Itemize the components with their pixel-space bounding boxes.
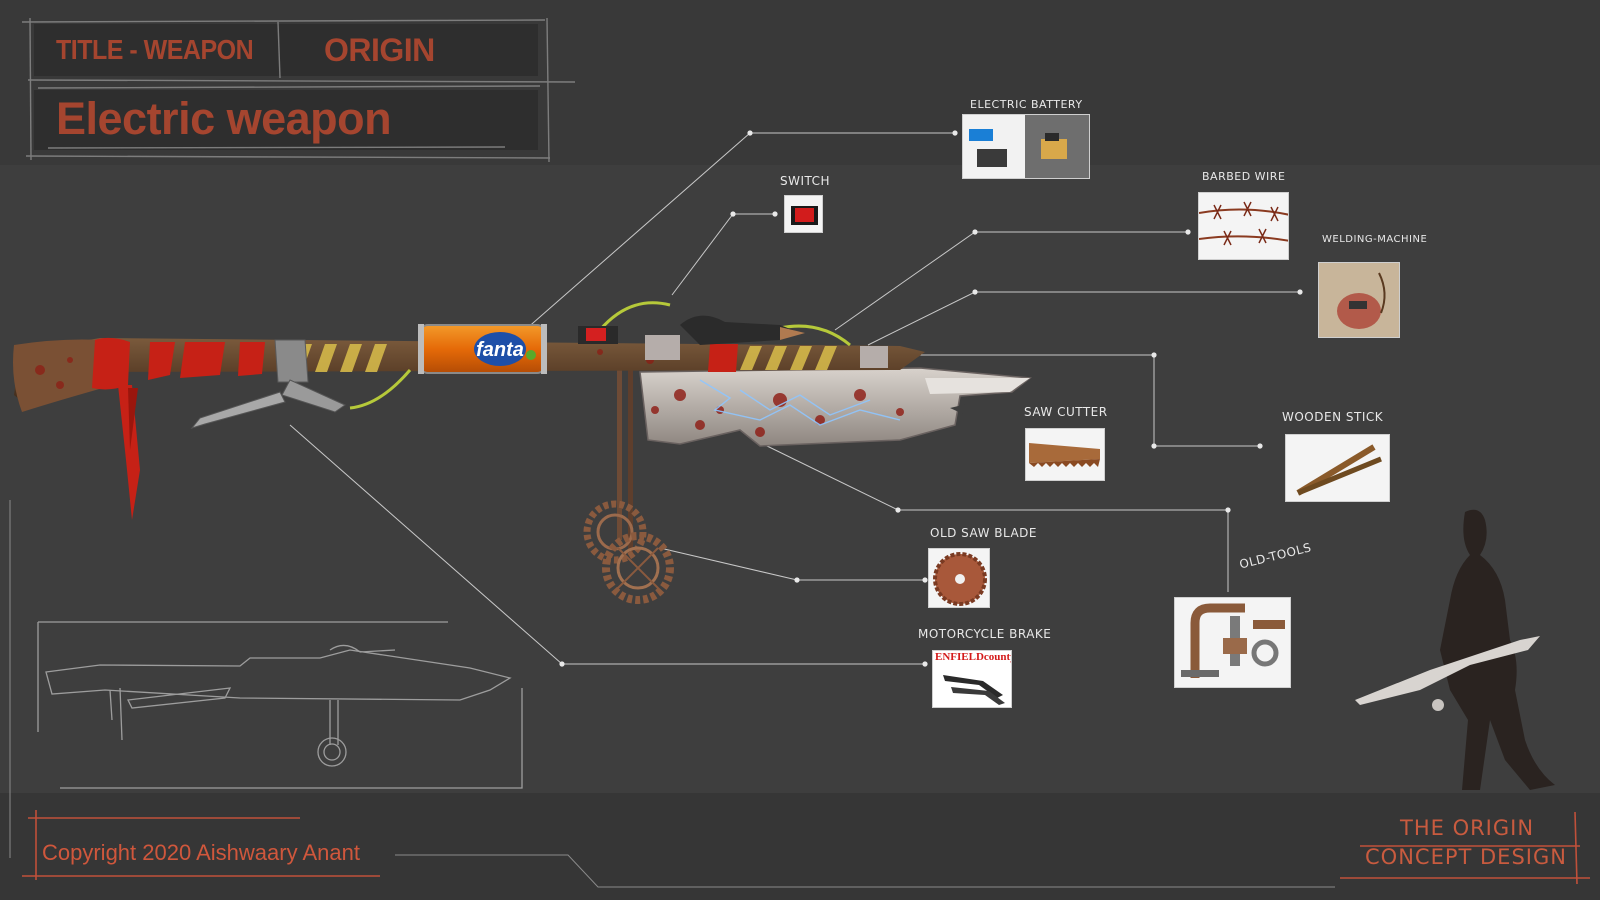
copyright-text: Copyright 2020 Aishwaary Anant <box>42 840 360 865</box>
gear-wheels <box>583 500 674 604</box>
label-electric-battery: ELECTRIC BATTERY <box>970 98 1083 111</box>
electric-battery-image <box>962 114 1090 179</box>
title-weapon-label: TITLE - WEAPON <box>56 34 254 66</box>
brake-lever <box>190 339 347 429</box>
brake-brand-text: ENFIELDcounty <box>935 651 1012 663</box>
label-saw-cutter: SAW CUTTER <box>1024 405 1108 419</box>
old-saw-blade-image <box>928 548 990 608</box>
soda-can: fanta <box>418 324 547 374</box>
brand-line-1: THE ORIGIN <box>1400 816 1535 840</box>
bottom-band <box>0 793 1600 900</box>
label-motorcycle-brake: MOTORCYCLE BRAKE <box>918 627 1052 641</box>
welding-torch <box>680 315 805 345</box>
cloth-wraps <box>92 337 738 520</box>
sketch-panel <box>37 621 523 789</box>
label-welding-machine: WELDING-MACHINE <box>1322 234 1428 245</box>
can-logo-text: fanta <box>476 339 524 361</box>
old-tools-image <box>1174 597 1291 688</box>
label-switch: SWITCH <box>780 174 831 188</box>
switch-image <box>784 195 823 233</box>
tip-collars <box>645 335 888 368</box>
weapon-name-title: Electric weapon <box>56 93 392 144</box>
shaft-switch <box>578 326 618 344</box>
title-plate-frame <box>21 17 576 163</box>
label-barbed-wire: BARBED WIRE <box>1202 170 1286 183</box>
title-plate-top <box>34 24 538 76</box>
gear-rods <box>617 370 633 555</box>
welding-machine-image <box>1318 262 1400 338</box>
title-plate-bottom <box>34 90 538 150</box>
blade <box>639 367 1032 447</box>
wires <box>349 301 851 410</box>
origin-label: ORIGIN <box>324 32 435 68</box>
motorcycle-brake-image: ENFIELDcounty <box>932 650 1012 708</box>
barbed-wire-image <box>1198 192 1289 260</box>
wooden-stick-image <box>1285 434 1390 502</box>
label-old-saw-blade: OLD SAW BLADE <box>930 526 1037 540</box>
label-wooden-stick: WOODEN STICK <box>1282 410 1384 424</box>
brand-line-2: CONCEPT DESIGN <box>1365 845 1567 869</box>
saw-cutter-image <box>1025 428 1105 481</box>
